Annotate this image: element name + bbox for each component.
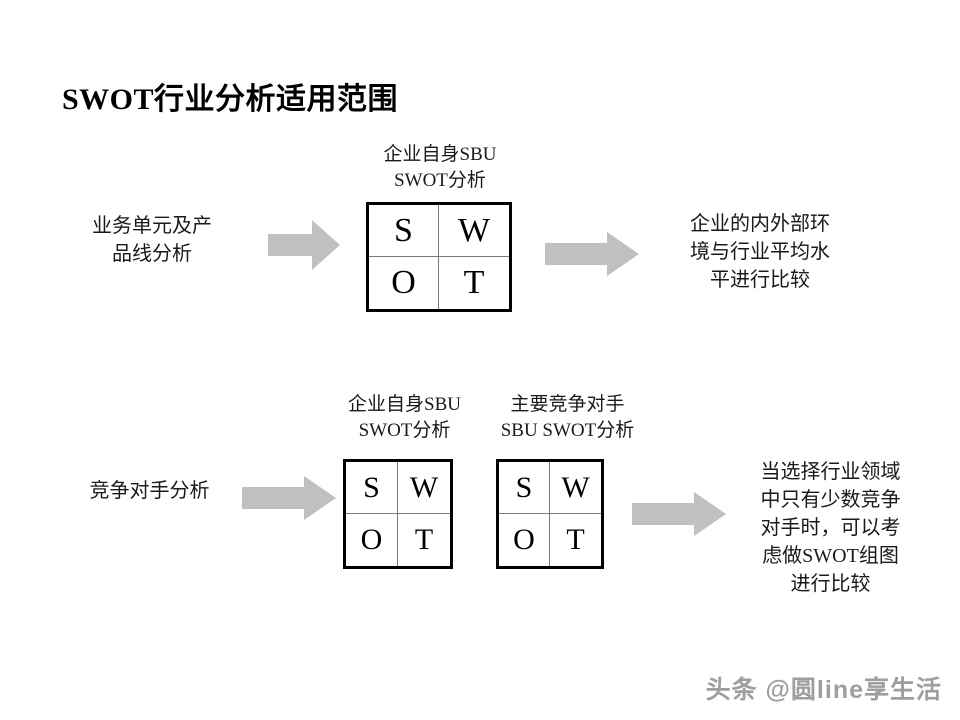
swot-cell-o: O [369, 257, 439, 309]
swot-cell-w: W [439, 205, 509, 257]
row1-arrow-left-icon [268, 218, 340, 272]
swot-cell-t: T [414, 523, 434, 556]
row1-right-text: 企业的内外部环 境与行业平均水 平进行比较 [690, 213, 830, 291]
row2-swot-matrix-competitor: S W O T [496, 459, 604, 569]
page-title: SWOT行业分析适用范围 [62, 83, 399, 116]
swot-cell-w: W [398, 462, 450, 514]
row1-arrow-right-icon [545, 232, 639, 276]
row1-left-label: 业务单元及产 品线分析 [92, 215, 212, 265]
swot-cell-s: S [499, 462, 550, 514]
row2-caption-left: 企业自身SBU SWOT分析 [348, 394, 461, 441]
swot-cell-t: T [566, 523, 585, 556]
swot-cell-o: O [499, 514, 550, 566]
row2-arrow-left-icon [242, 476, 336, 520]
row1-matrix-caption: 企业自身SBU SWOT分析 [383, 144, 497, 191]
swot-cell-o: O [346, 514, 398, 566]
row2-left-label: 竞争对手分析 [89, 480, 210, 502]
swot-cell-w: W [550, 462, 601, 514]
swot-cell-s: S [369, 205, 439, 257]
row2-swot-matrix-own: S W O T [343, 459, 453, 569]
row2-caption-right: 主要竞争对手 SBU SWOT分析 [500, 394, 635, 441]
row2-arrow-right-icon [632, 492, 726, 536]
swot-cell-s: S [346, 462, 398, 514]
row2-right-text: 当选择行业领域 中只有少数竞争 对手时，可以考 虑做SWOT组图 进行比较 [760, 461, 901, 595]
swot-cell-t: T [463, 264, 485, 301]
row1-swot-matrix: S W O T [366, 202, 512, 312]
watermark: 头条 @圆line享生活 [705, 676, 942, 704]
